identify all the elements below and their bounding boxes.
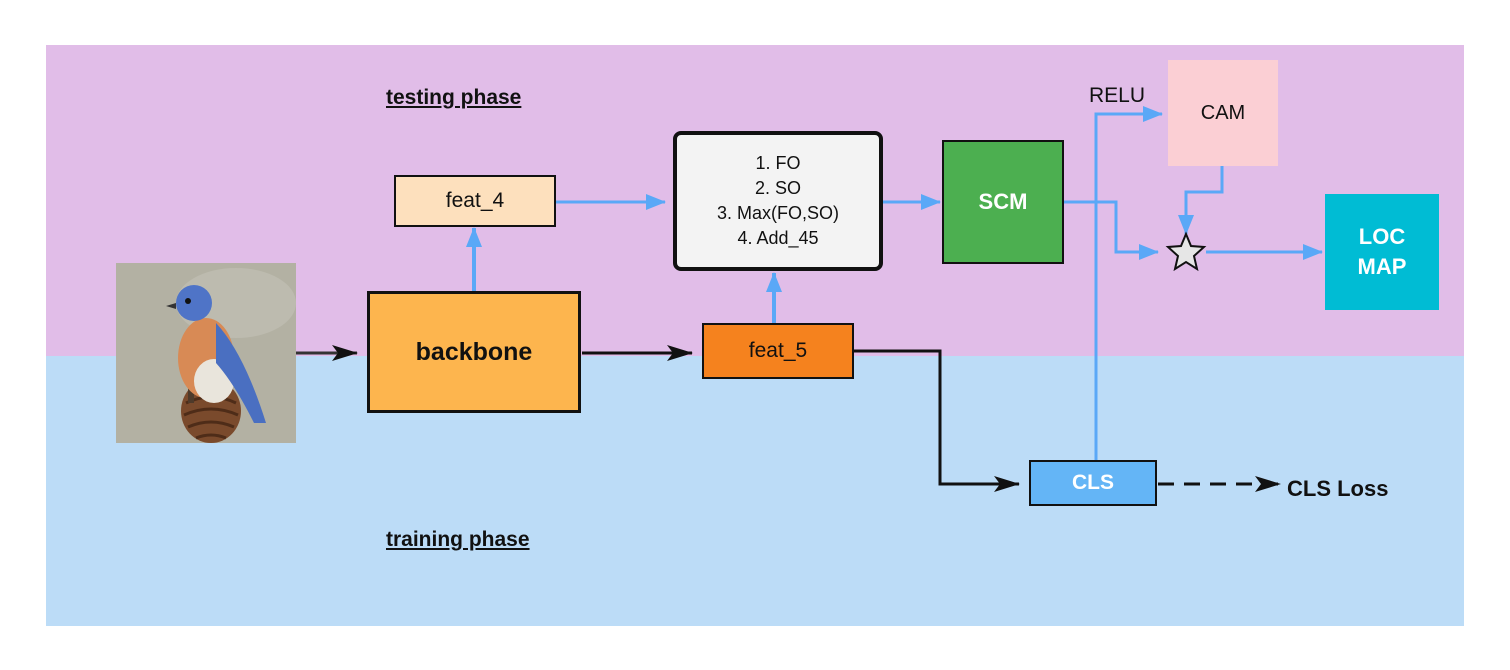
loc-map-label-line1: LOC: [1358, 224, 1406, 250]
backbone-box: backbone: [367, 291, 581, 413]
arrow-feat5-to-cls: [854, 349, 1020, 492]
feat5-label: feat_5: [748, 339, 808, 362]
ops-item-so: 2. SO: [754, 177, 802, 198]
arrow-cam-to-star: [1178, 166, 1224, 235]
ops-item-max: 3. Max(FO,SO): [716, 203, 839, 223]
feat5-box: feat_5: [702, 323, 854, 379]
cam-box: CAM: [1168, 60, 1278, 166]
input-image: [116, 263, 296, 443]
cls-box: CLS: [1029, 460, 1157, 506]
ops-item-add: 4. Add_45: [737, 228, 819, 249]
loc-map-label-line2: MAP: [1357, 254, 1407, 279]
backbone-label: backbone: [415, 337, 533, 366]
arrow-cls-to-cam: [1094, 106, 1163, 460]
ops-box: 1. FO 2. SO 3. Max(FO,SO) 4. Add_45: [673, 131, 883, 271]
scm-label: SCM: [978, 189, 1028, 214]
cls-loss-label: CLS Loss: [1287, 476, 1389, 501]
scm-box: SCM: [942, 140, 1064, 264]
loc-map-box: LOC MAP: [1325, 194, 1439, 310]
bird-photo-icon: [116, 263, 296, 443]
ops-item-fo: 1. FO: [755, 152, 801, 173]
star-icon: [1165, 231, 1207, 272]
cls-label: CLS: [1072, 471, 1114, 494]
arrow-scm-to-star: [1064, 200, 1159, 260]
cam-label: CAM: [1200, 101, 1246, 124]
feat4-box: feat_4: [394, 175, 556, 227]
training-phase-label: training phase: [386, 528, 530, 551]
testing-phase-label: testing phase: [386, 86, 522, 109]
relu-label: RELU: [1089, 84, 1146, 107]
feat4-label: feat_4: [445, 189, 505, 212]
